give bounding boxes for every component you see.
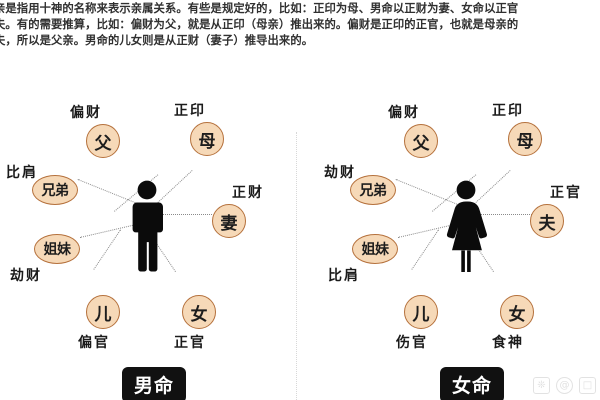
god-label-wife-male: 正财	[232, 185, 264, 201]
square-icon: □	[579, 377, 596, 394]
node-father-male[interactable]: 父	[86, 124, 120, 158]
male-silhouette	[128, 180, 166, 272]
node-father-female[interactable]: 父	[404, 124, 438, 158]
god-label-daughter-female: 食神	[492, 335, 524, 351]
node-mother-male[interactable]: 母	[190, 122, 224, 156]
link-son	[93, 229, 121, 270]
female-chart-panel: 偏财 父 正印 母 劫财 兄弟 姐妹 比肩 正官 夫 儿 伤官 女 食神 女命	[300, 62, 600, 400]
node-husband-female[interactable]: 夫	[530, 204, 564, 238]
diagram-area: 偏财 父 正印 母 比肩 兄弟 姐妹 劫财 正财 妻 儿 偏官 女 正官 男命	[0, 62, 600, 400]
god-label-mother-male: 正印	[174, 103, 206, 119]
article-line-3: 夫，所以是父亲。男命的儿女则是从正财（妻子）推导出来的。	[0, 34, 314, 47]
god-label-mother-female: 正印	[492, 103, 524, 119]
article-line-1: 亲是指用十神的名称来表示亲属关系。有些是规定好的，比如：正印为母、男命以正财为妻…	[0, 3, 519, 15]
node-son-female[interactable]: 儿	[404, 295, 438, 329]
god-label-husband-female: 正官	[550, 185, 582, 201]
male-chart-caption: 男命	[122, 367, 187, 400]
node-sister-male[interactable]: 姐妹	[34, 234, 80, 264]
god-label-father-female: 偏财	[388, 105, 420, 121]
node-wife-male[interactable]: 妻	[212, 204, 246, 238]
link-son-f	[411, 229, 439, 270]
god-label-brother-male: 比肩	[6, 165, 38, 181]
link-wife	[150, 214, 212, 215]
god-label-sister-female: 比肩	[328, 268, 360, 284]
node-son-male[interactable]: 儿	[86, 295, 120, 329]
female-chart-caption: 女命	[440, 367, 505, 400]
god-label-brother-female: 劫财	[324, 165, 356, 181]
at-icon: @	[556, 377, 573, 394]
article-line-2: 夫。有的需要推算，比如：偏财为父，就是从正印（母亲）推出来的。偏财是正印的正官，…	[0, 18, 519, 31]
node-mother-female[interactable]: 母	[508, 122, 542, 156]
god-label-father-male: 偏财	[70, 105, 102, 121]
node-sister-female[interactable]: 姐妹	[352, 234, 398, 264]
god-label-son-female: 伤官	[396, 335, 428, 351]
link-husband-f	[470, 214, 532, 215]
panel-divider	[296, 132, 297, 400]
node-daughter-female[interactable]: 女	[500, 295, 534, 329]
node-brother-female[interactable]: 兄弟	[350, 175, 396, 205]
watermark: ❊ @ □	[533, 377, 596, 394]
female-silhouette	[444, 180, 488, 272]
male-chart-panel: 偏财 父 正印 母 比肩 兄弟 姐妹 劫财 正财 妻 儿 偏官 女 正官 男命	[0, 62, 300, 400]
god-label-daughter-male: 正官	[174, 335, 206, 351]
article-text: 亲是指用十神的名称来表示亲属关系。有些是规定好的，比如：正印为母、男命以正财为妻…	[0, 0, 600, 64]
god-label-son-male: 偏官	[78, 335, 110, 351]
paw-icon: ❊	[533, 377, 550, 394]
node-brother-male[interactable]: 兄弟	[32, 175, 78, 205]
god-label-sister-male: 劫财	[10, 268, 42, 284]
node-daughter-male[interactable]: 女	[182, 295, 216, 329]
